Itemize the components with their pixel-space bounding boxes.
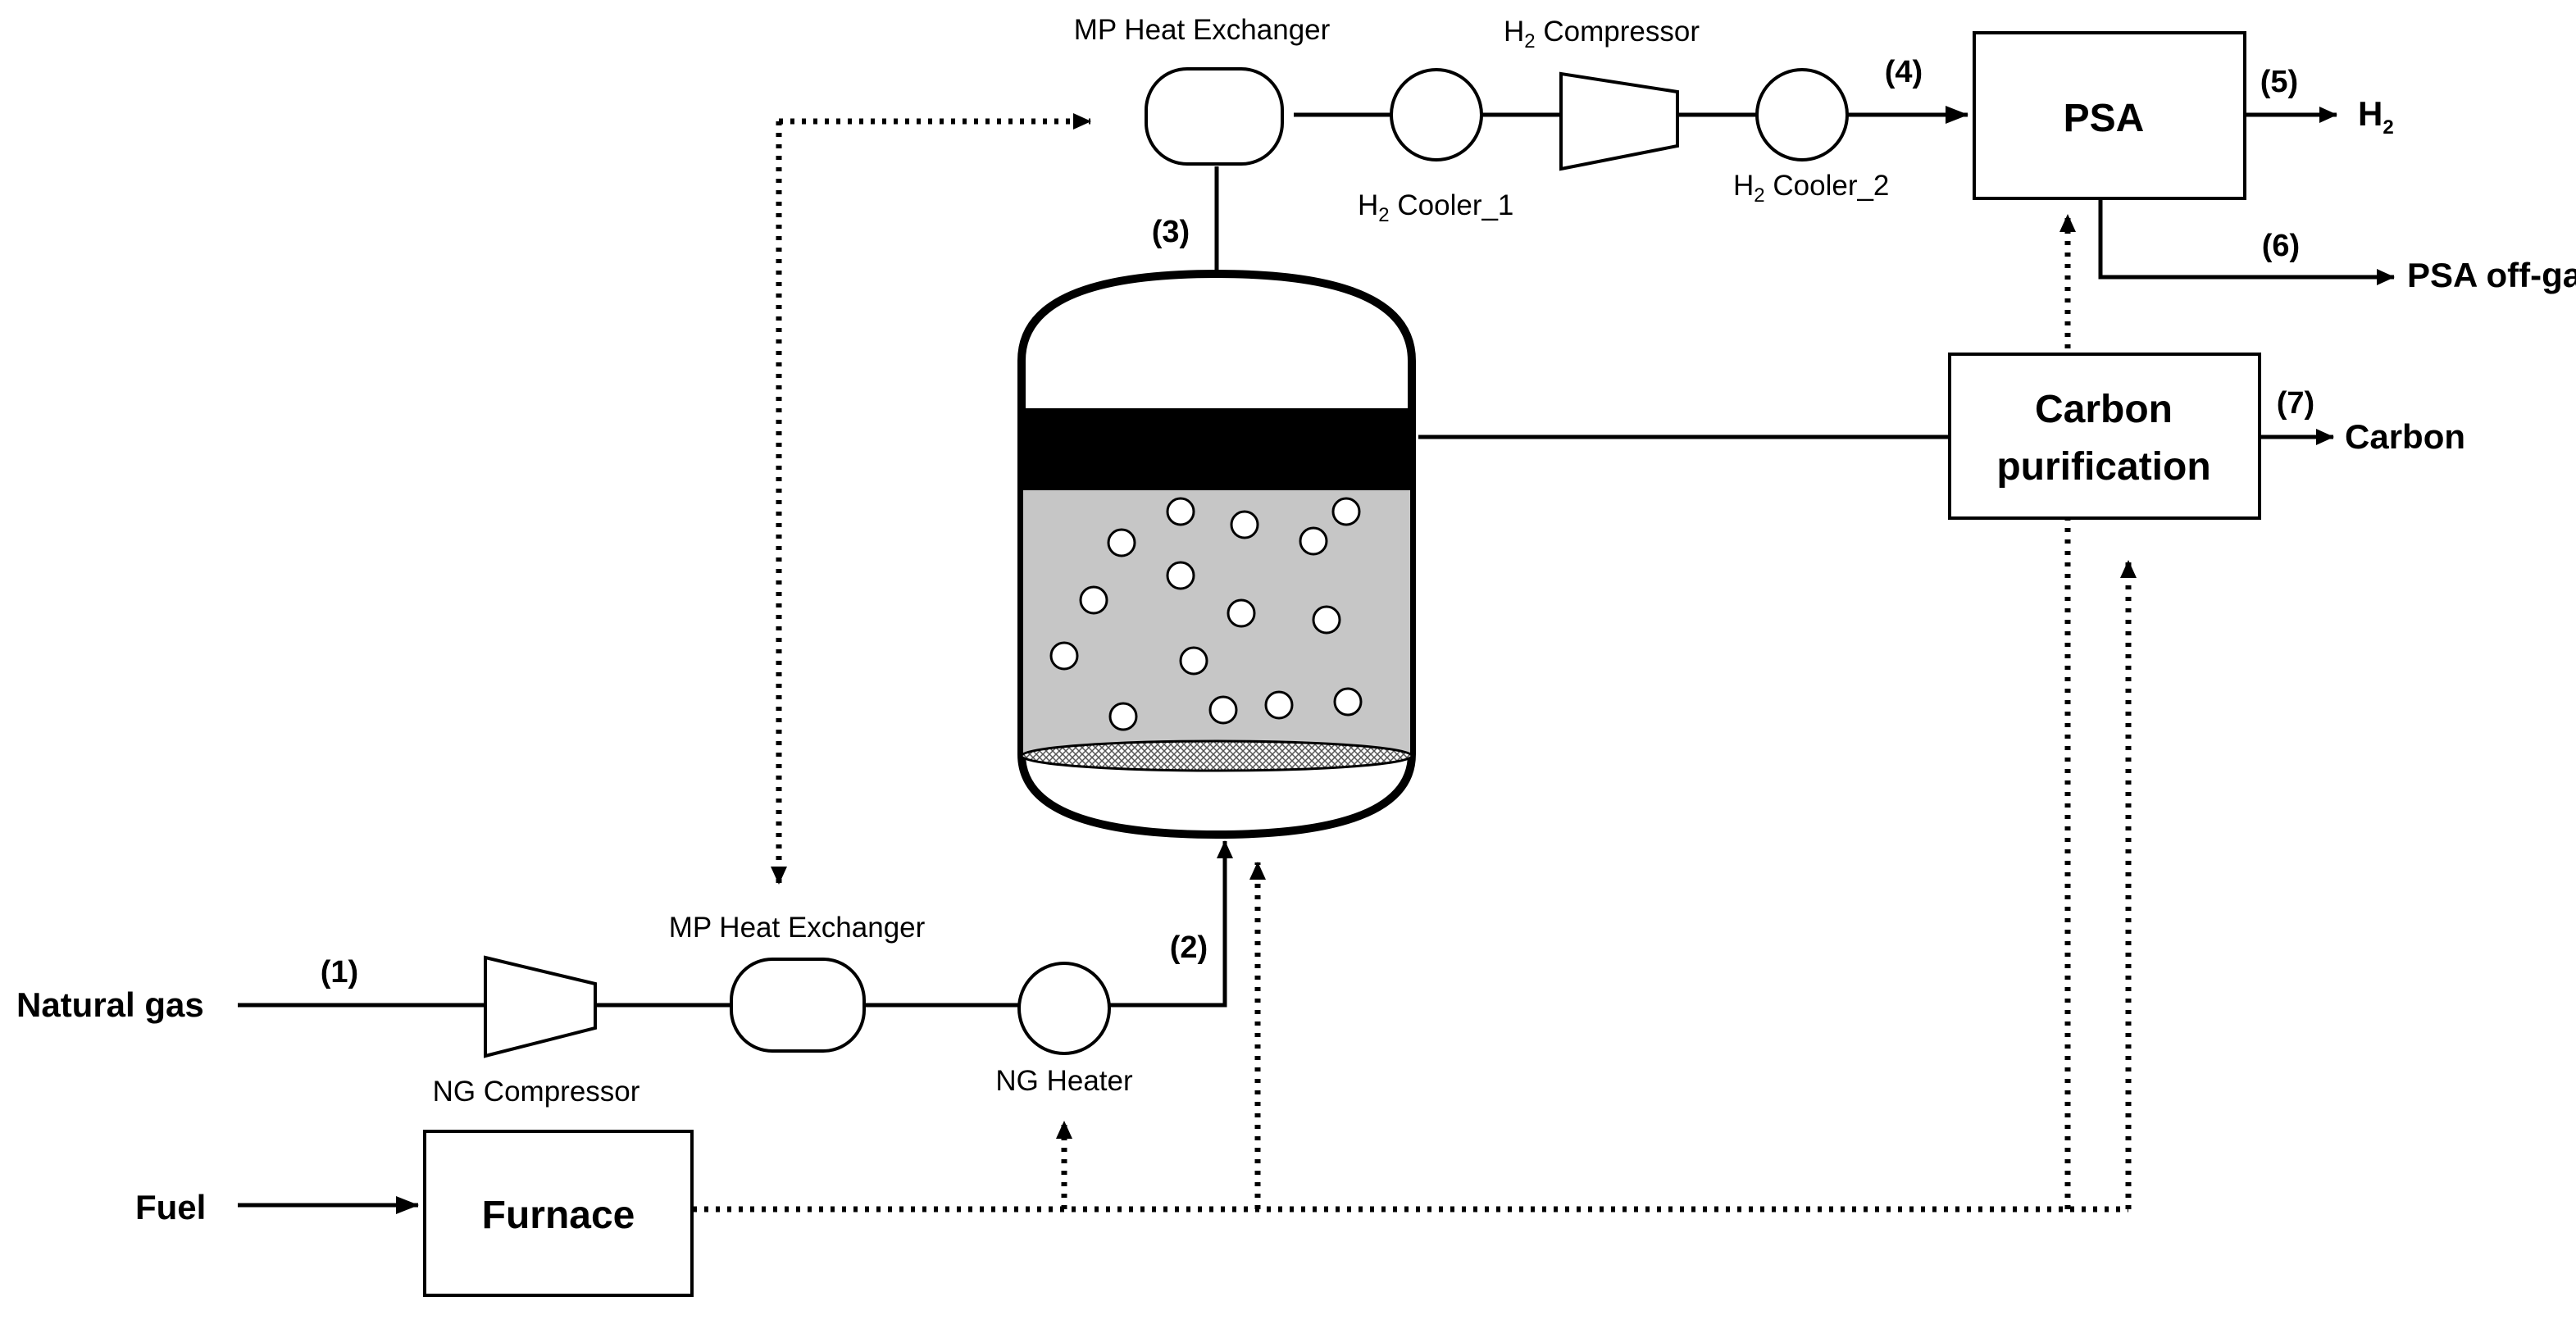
- particle: [1166, 497, 1195, 526]
- particle: [1331, 497, 1361, 526]
- stream-6-label: (6): [2262, 229, 2300, 263]
- h2-compressor-h: H: [1504, 16, 1524, 48]
- mp-heat-exchanger-top-shape: [1145, 67, 1284, 166]
- stream-3-label: (3): [1152, 215, 1190, 249]
- stream-7-label: (7): [2277, 386, 2314, 421]
- particle: [1079, 585, 1108, 615]
- mp-heat-exchanger-top-label: MP Heat Exchanger: [1074, 14, 1331, 46]
- h2-cooler-2-rest: Cooler_2: [1765, 170, 1890, 202]
- h2-compressor-shape: [1559, 71, 1679, 171]
- h2-product-sub: 2: [2383, 116, 2393, 139]
- stream-4-label: (4): [1885, 55, 1923, 89]
- h2-compressor-sub: 2: [1524, 30, 1535, 52]
- stream-5-label: (5): [2260, 65, 2298, 99]
- carbon-purification-box: [1948, 353, 2261, 520]
- stream-6-line: [2098, 198, 2395, 285]
- particle: [1312, 605, 1341, 635]
- particle: [1208, 695, 1238, 725]
- natural-gas-label: Natural gas: [16, 985, 204, 1024]
- particle: [1049, 641, 1079, 671]
- reactor-vessel: [1017, 269, 1416, 839]
- fuel-label: Fuel: [135, 1188, 206, 1226]
- h2-compressor-rest: Compressor: [1536, 16, 1700, 48]
- psa-label: PSA: [2064, 97, 2145, 140]
- particle: [1107, 528, 1136, 557]
- particle: [1227, 598, 1256, 628]
- particle: [1166, 561, 1195, 590]
- h2-cooler-1-h: H: [1358, 189, 1378, 221]
- psa-offgas-label: PSA off-gas: [2407, 256, 2576, 294]
- catalyst-particles: [1049, 497, 1363, 731]
- h2-cooler-1-rest: Cooler_1: [1390, 189, 1514, 221]
- particle: [1333, 687, 1363, 717]
- ng-compressor-label: NG Compressor: [433, 1076, 640, 1108]
- ng-compressor-shape: [484, 955, 597, 1058]
- mp-heat-exchanger-bottom-shape: [730, 958, 866, 1053]
- particle: [1264, 690, 1294, 720]
- h2-compressor-label: H2 Compressor: [1504, 16, 1700, 52]
- stream-2-line: [1110, 840, 1233, 1008]
- particle: [1230, 510, 1259, 539]
- furnace-box: [423, 1130, 694, 1297]
- h2-product-label: H2: [2358, 94, 2394, 139]
- h2-cooler-2-shape: [1755, 68, 1849, 162]
- carbon-purification-label-line1: Carbon: [2035, 388, 2173, 431]
- furnace-label: Furnace: [482, 1194, 635, 1237]
- h2-cooler-1-shape: [1390, 68, 1483, 162]
- ng-heater-label: NG Heater: [995, 1065, 1133, 1097]
- carbon-product-label: Carbon: [2345, 417, 2465, 456]
- particle: [1179, 646, 1208, 676]
- carbon-purification-label-line2: purification: [1996, 445, 2210, 489]
- mp-heat-exchanger-bottom-label: MP Heat Exchanger: [669, 912, 926, 944]
- h2-cooler-2-sub: 2: [1754, 184, 1764, 207]
- h2-cooler-1-sub: 2: [1378, 204, 1389, 226]
- h2-cooler-2-h: H: [1733, 170, 1754, 202]
- ng-heater-shape: [1017, 962, 1111, 1055]
- particle: [1299, 526, 1328, 556]
- stream-2-label: (2): [1170, 930, 1208, 965]
- h2-cooler-2-label: H2 Cooler_2: [1733, 170, 1889, 207]
- h2-product-h: H: [2358, 94, 2383, 133]
- stream-1-label: (1): [321, 955, 358, 990]
- psa-box: [1973, 31, 2246, 200]
- h2-cooler-1-label: H2 Cooler_1: [1358, 189, 1513, 226]
- distributor-plate: [1020, 739, 1413, 772]
- reactor-top-band: [1022, 408, 1412, 489]
- particle: [1108, 702, 1138, 731]
